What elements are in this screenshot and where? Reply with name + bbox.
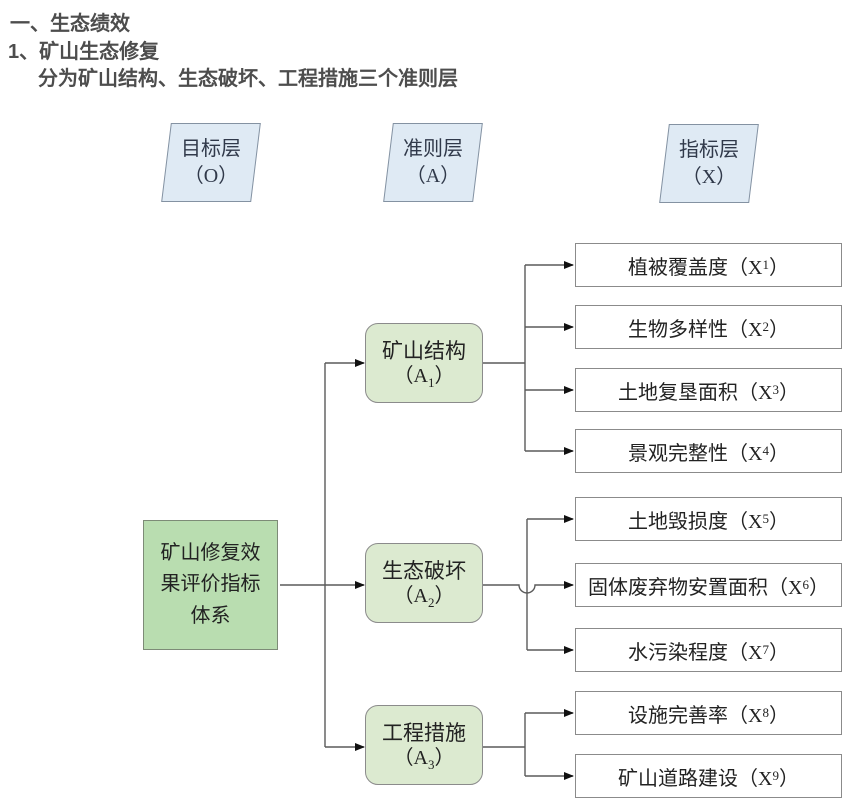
goal-node-label: 矿山修复效果评价指标体系: [160, 541, 261, 627]
goal-node: 矿山修复效果评价指标体系: [143, 520, 278, 650]
layer-header-indicator-label: 指标层（X）: [679, 138, 739, 188]
criteria-node-a2: 生态破坏 （A2）: [365, 543, 483, 623]
criteria-node-a3: 工程措施 （A3）: [365, 705, 483, 785]
layer-header-goal: 目标层（O）: [161, 123, 261, 202]
criteria-node-a1: 矿山结构 （A1）: [365, 323, 483, 403]
heading-description: 分为矿山结构、生态破坏、工程措施三个准则层: [38, 68, 458, 90]
layer-header-indicator: 指标层（X）: [659, 124, 759, 203]
layer-header-criteria-label: 准则层（A）: [403, 137, 463, 187]
layer-header-criteria: 准则层（A）: [383, 123, 483, 202]
heading-subsection: 1、矿山生态修复: [8, 41, 160, 63]
heading-section: 一、生态绩效: [10, 13, 130, 35]
layer-header-goal-label: 目标层（O）: [181, 137, 241, 187]
